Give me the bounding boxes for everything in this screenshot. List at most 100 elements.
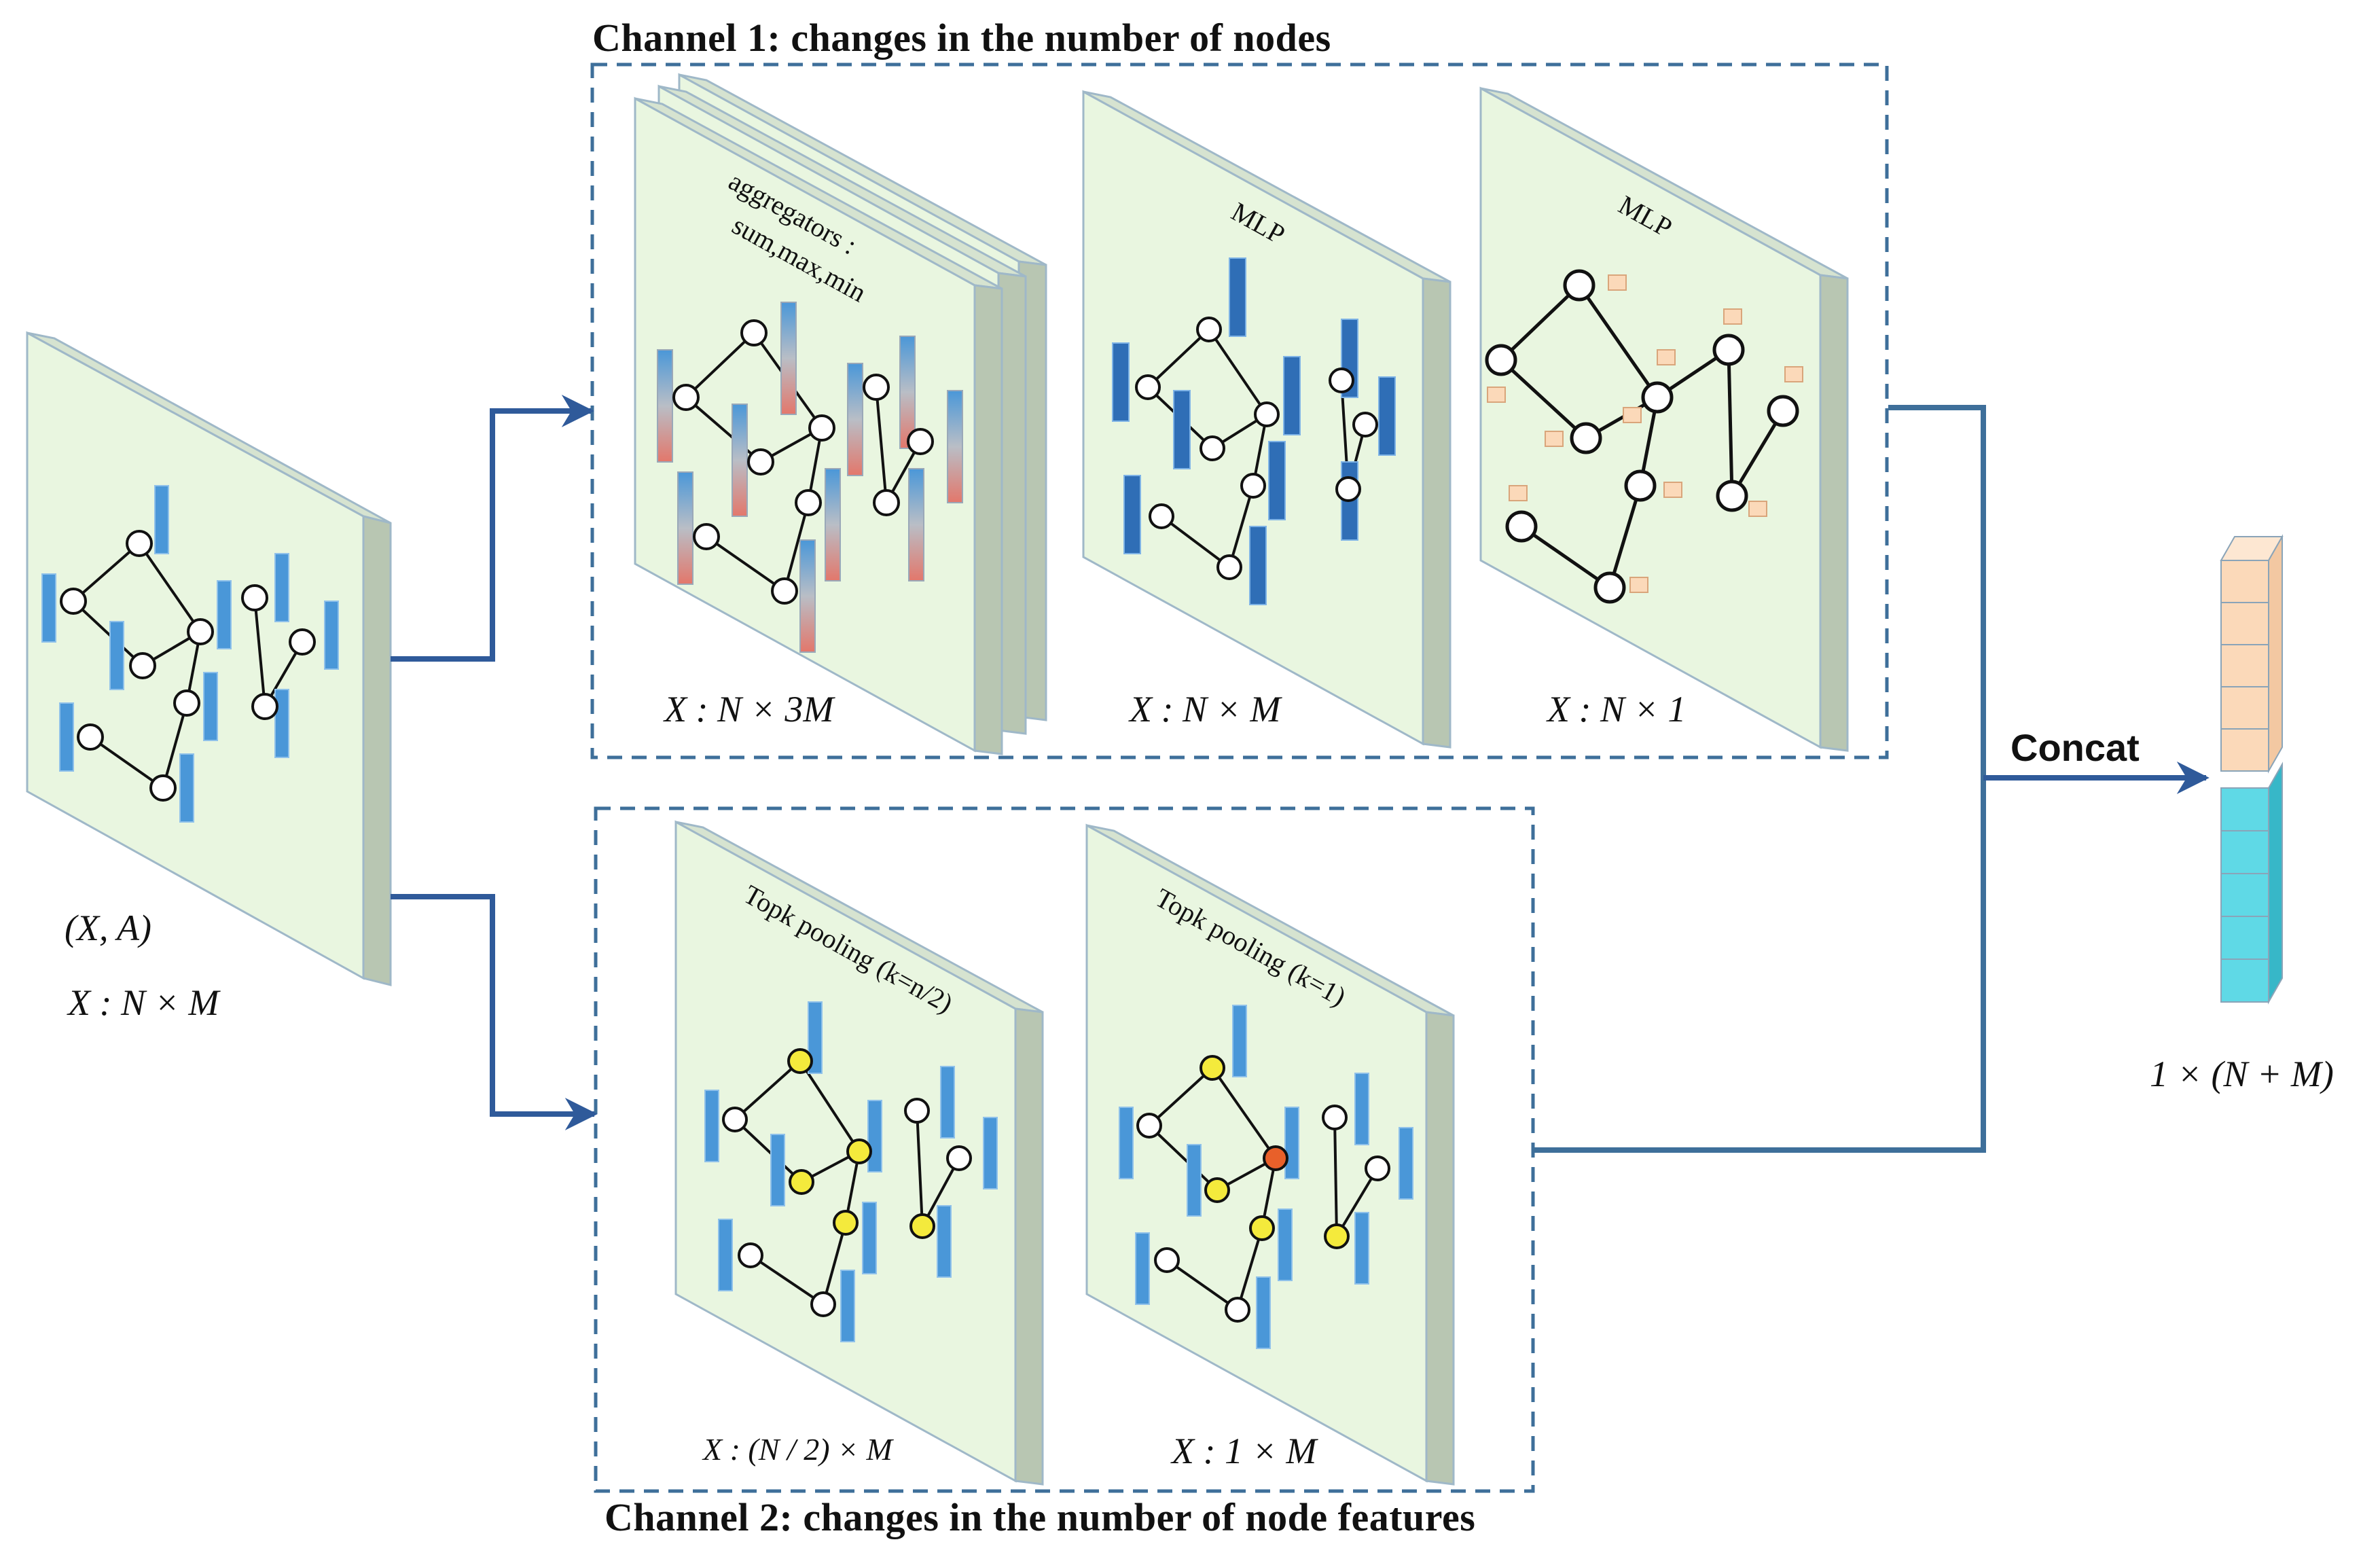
channel2-output-line	[1534, 778, 1986, 1153]
concat-cell-features	[2220, 873, 2269, 917]
graph-node	[289, 628, 316, 656]
graph-node	[1352, 412, 1378, 437]
graph-node	[1322, 1105, 1348, 1130]
feature-bar-icon	[718, 1219, 733, 1291]
feature-bar-icon	[840, 1270, 855, 1342]
selected-node	[787, 1048, 813, 1074]
scalar-feature-icon	[1748, 501, 1767, 517]
graph-node	[1570, 422, 1602, 454]
graph-node	[173, 689, 200, 717]
graph-node	[187, 618, 214, 645]
graph-node	[60, 588, 87, 615]
graph-node	[1365, 1155, 1390, 1181]
feature-bar-icon	[1278, 1208, 1293, 1281]
concat-cell-features	[2220, 916, 2269, 960]
graph-node	[808, 414, 835, 442]
output-vector	[2220, 534, 2284, 1005]
feature-bar-icon	[732, 404, 748, 517]
graph-node	[149, 774, 177, 802]
feature-bar-icon	[862, 1202, 877, 1274]
feature-bar-icon	[41, 573, 56, 643]
feature-bar-icon	[825, 468, 841, 581]
concat-cell-nodes	[2220, 602, 2269, 645]
graph-node	[873, 489, 900, 516]
graph-node	[1154, 1247, 1180, 1273]
scalar-feature-icon	[1723, 308, 1742, 325]
feature-bar-icon	[217, 580, 232, 649]
selected-node	[1204, 1177, 1230, 1203]
concat-cell-features	[2220, 830, 2269, 874]
graph-node	[241, 584, 268, 611]
concat-cell-features	[2220, 958, 2269, 1003]
top-ranked-node	[1263, 1145, 1288, 1171]
graph-node	[126, 530, 153, 557]
feature-bar-icon	[1112, 342, 1130, 422]
feature-bar-icon	[1284, 1107, 1299, 1179]
graph-node	[1505, 510, 1538, 543]
feature-bar-icon	[1119, 1107, 1134, 1179]
channel1-title: Channel 1: changes in the number of node…	[592, 16, 1331, 60]
graph-node	[1563, 269, 1595, 302]
graph-node	[747, 448, 774, 476]
mlp2-dim-label: X : N × 1	[1547, 689, 1687, 730]
feature-bar-icon	[983, 1117, 998, 1189]
feature-bar-icon	[1256, 1276, 1271, 1349]
feature-bar-icon	[947, 390, 963, 503]
graph-node	[1149, 503, 1174, 529]
mlp-panel-1: MLP	[1082, 90, 1452, 749]
scalar-feature-icon	[1657, 349, 1676, 365]
feature-bar-icon	[179, 753, 194, 823]
feature-bar-icon	[937, 1205, 952, 1278]
graph-node	[863, 374, 890, 401]
channel2-title: Channel 2: changes in the number of node…	[605, 1495, 1476, 1539]
feature-bar-icon	[940, 1066, 955, 1139]
input-dim-label: X : N × M	[68, 982, 219, 1023]
graph-node	[1716, 480, 1748, 512]
scalar-feature-icon	[1784, 366, 1803, 382]
feature-bar-icon	[1399, 1127, 1413, 1200]
feature-bar-icon	[274, 553, 289, 622]
aggregator-panel: aggregators : sum,max,min	[634, 73, 1047, 755]
feature-bar-icon	[1249, 526, 1267, 605]
feature-bar-icon	[1354, 1073, 1369, 1145]
graph-node	[1335, 476, 1361, 502]
feature-bar-icon	[1135, 1232, 1150, 1305]
feature-bar-icon	[770, 1134, 785, 1206]
mlp1-dim-label: X : N × M	[1130, 689, 1281, 730]
feature-bar-icon	[274, 689, 289, 758]
graph-node	[1196, 317, 1222, 342]
selected-node	[833, 1210, 859, 1236]
graph-node	[795, 489, 822, 516]
scalar-feature-icon	[1509, 485, 1528, 501]
graph-node	[740, 319, 768, 346]
selected-node	[1249, 1215, 1275, 1241]
topk-half-dim-label: X : (N / 2) × M	[703, 1432, 892, 1467]
feature-bar-icon	[1354, 1212, 1369, 1285]
feature-bar-icon	[780, 302, 797, 415]
input-panel	[26, 331, 392, 986]
graph-node	[672, 384, 700, 411]
feature-bar-icon	[908, 468, 924, 581]
graph-node	[1767, 395, 1799, 427]
feature-bar-icon	[1232, 1005, 1247, 1077]
graph-node	[1254, 401, 1280, 427]
selected-node	[846, 1139, 872, 1164]
scalar-feature-icon	[1487, 387, 1506, 403]
scalar-feature-icon	[1545, 431, 1564, 447]
mlp-panel-2: MLP	[1479, 86, 1849, 752]
feature-bar-icon	[154, 485, 169, 554]
scalar-feature-icon	[1629, 577, 1648, 593]
graph-node	[1712, 334, 1745, 366]
graph-node	[1135, 374, 1161, 400]
feature-bar-icon	[109, 621, 124, 690]
feature-bar-icon	[899, 336, 916, 449]
graph-node	[771, 577, 798, 605]
concat-cell-features	[2220, 787, 2269, 831]
output-dim-label: 1 × (N + M)	[2150, 1054, 2334, 1094]
feature-bar-icon	[1173, 390, 1191, 469]
feature-bar-icon	[657, 349, 673, 463]
scalar-feature-icon	[1663, 482, 1682, 498]
feature-bar-icon	[677, 471, 693, 585]
graph-node	[810, 1291, 836, 1317]
